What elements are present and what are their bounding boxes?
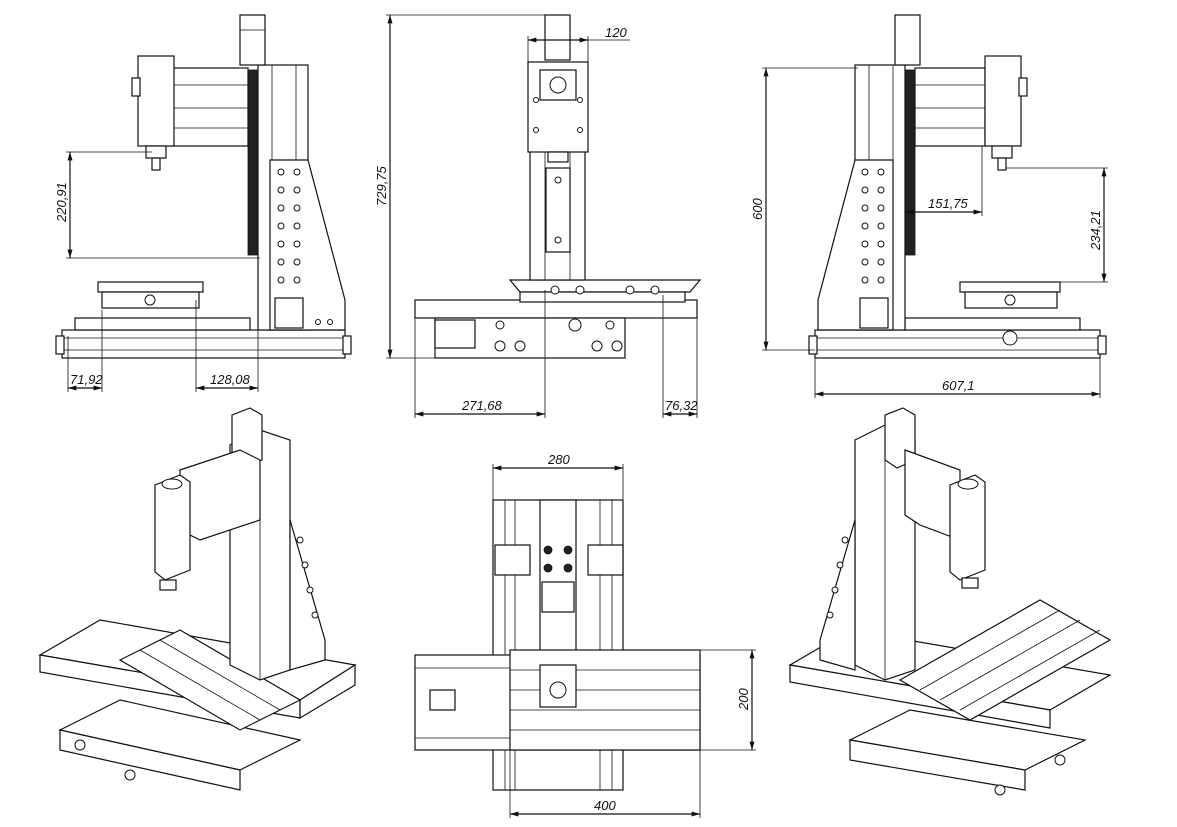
dim-729-75: 729,75	[374, 165, 389, 206]
gusset-holes-right	[861, 168, 885, 284]
dim-220-91: 220,91	[54, 182, 69, 223]
dim-128-08: 128,08	[210, 372, 251, 387]
isometric-view-right	[788, 407, 1112, 796]
dim-76-32: 76,32	[665, 398, 698, 413]
dim-600: 600	[750, 198, 765, 220]
dim-151-75: 151,75	[928, 196, 969, 211]
dim-120: 120	[605, 25, 627, 40]
side-view-right: 600 151,75 234,21 607,1	[750, 14, 1108, 398]
dim-400: 400	[594, 798, 616, 813]
dim-71-92: 71,92	[70, 372, 103, 387]
gusset-holes	[277, 168, 301, 284]
front-view: 120 729,75 271,68 76,32	[374, 14, 702, 418]
dim-200: 200	[736, 688, 751, 711]
dim-607-1: 607,1	[942, 378, 975, 393]
side-view-left: 220,91 71,92 128,08	[54, 14, 352, 392]
isometric-view-left	[38, 407, 357, 791]
dim-280: 280	[547, 452, 570, 467]
dim-271-68: 271,68	[461, 398, 503, 413]
top-view: 280 200 400	[414, 452, 756, 818]
dim-234-21: 234,21	[1088, 210, 1103, 251]
